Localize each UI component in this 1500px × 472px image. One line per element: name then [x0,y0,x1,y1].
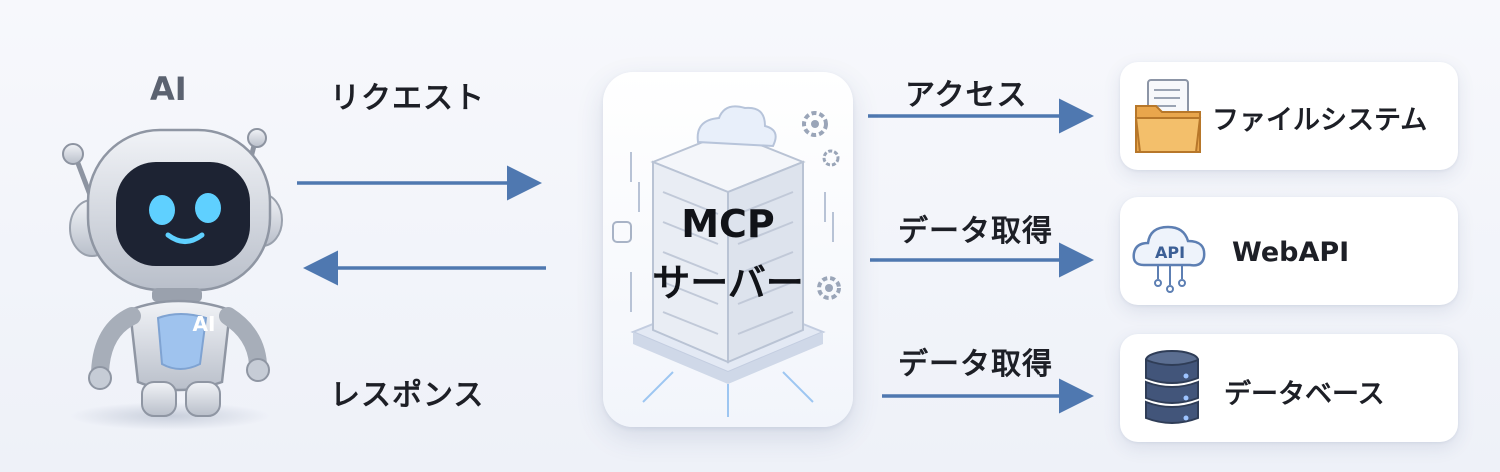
gear-icon [822,149,840,167]
ai-title: AI [150,70,187,108]
server-tower-icon [612,105,841,417]
webapi-label: WebAPI [1232,237,1350,268]
data-fetch-label-database: データ取得 [898,347,1053,382]
filesystem-label: ファイルシステム [1212,105,1428,136]
robot-chest-badge: AI [192,312,216,336]
filesystem-card: ファイルシステム [1120,62,1458,170]
gear-icon [802,111,828,137]
access-label: アクセス [905,78,1028,113]
api-icon-text: API [1154,243,1186,262]
mcp-server-card: MCP サーバー [603,72,853,427]
gear-icon [817,276,841,300]
webapi-card: API WebAPI [1120,197,1458,305]
database-label: データベース [1224,379,1385,410]
request-label: リクエスト [330,81,485,116]
database-icon [1145,350,1199,424]
response-label: レスポンス [330,378,485,413]
robot-icon [62,128,283,430]
server-title-line2: サーバー [652,261,804,305]
database-card: データベース [1120,334,1458,442]
server-title-line1: MCP [681,202,775,246]
folder-icon [1134,79,1202,153]
cloud-api-icon [1132,225,1206,293]
data-fetch-label-webapi: データ取得 [898,214,1053,249]
